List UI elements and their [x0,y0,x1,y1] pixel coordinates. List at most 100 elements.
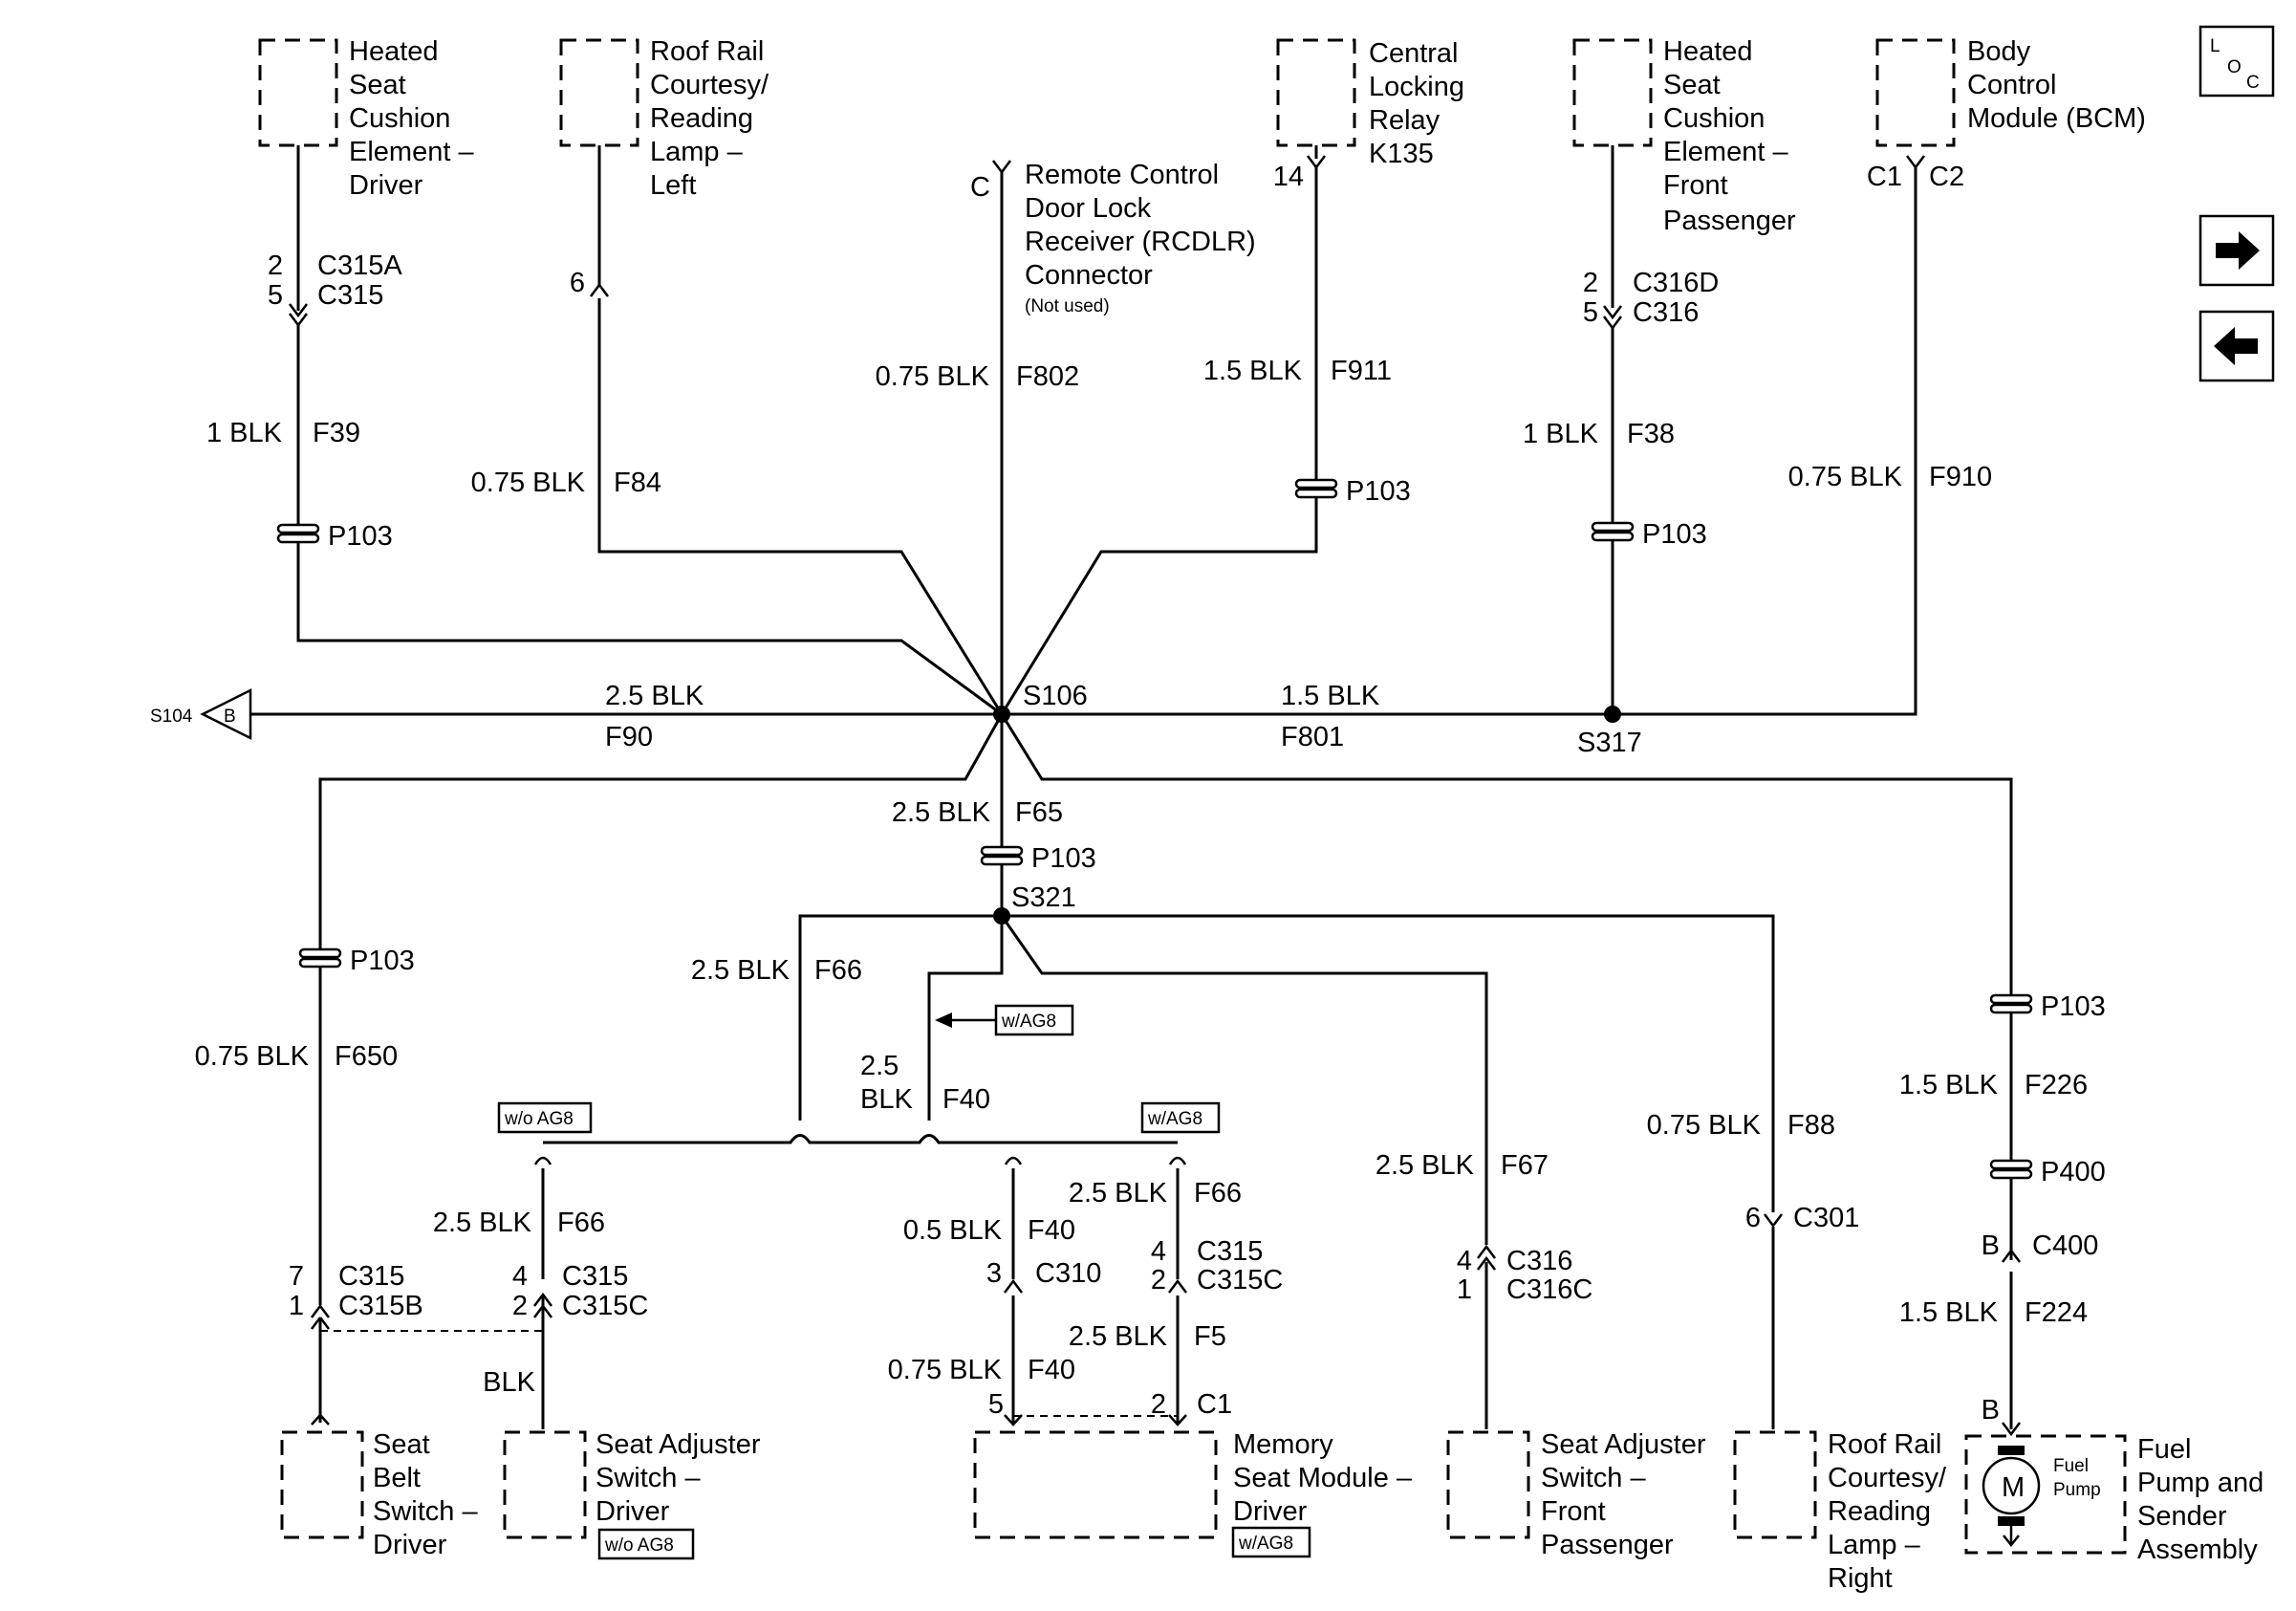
splice-s321 [993,907,1010,925]
inline-connectors [276,478,2033,1180]
wire-label-f224-circuit: F224 [2025,1297,2088,1328]
pin-c315b [311,1303,330,1330]
p103-connector [1294,478,1338,499]
nav-icons[interactable]: L O C [2199,25,2275,382]
sasp-box [1446,1430,1530,1539]
pin-symbols [289,155,2021,1437]
wire-label-f88-gauge: 0.75 BLK [1647,1110,1762,1141]
wire-label-f66c-circuit: F66 [1194,1178,1242,1208]
connector-label: C315C [1197,1265,1283,1295]
wire-label-f65-gauge: 2.5 BLK [892,797,991,828]
wire-label-f911-gauge: 1.5 BLK [1203,356,1303,386]
offpage-arrow[interactable] [200,687,252,741]
tag-w-ag8-msm [1231,1526,1311,1558]
pin-rrl [590,282,609,297]
wire-label-f40a-gauge: 2.5 [860,1051,899,1081]
wire-label-f38-circuit: F38 [1627,419,1675,449]
connector-label: C315 [338,1261,404,1292]
loc-icon[interactable]: L O C [2199,25,2275,98]
wire-label-f39-circuit: F39 [313,418,360,448]
wire-label-f40a-color: BLK [860,1084,913,1115]
tag-text-w-ag8-f40: w/AG8 [1001,1012,1056,1032]
offpage-letter: B [224,707,236,727]
splice-s317 [1604,706,1621,723]
connector-label: C310 [1035,1258,1101,1289]
tag-text-w-ag8-msm: w/AG8 [1238,1534,1293,1554]
pin-c315c [533,1292,552,1318]
motor-letter: M [2002,1472,2025,1503]
pin-number: 14 [1273,162,1304,192]
pin-c316c [1477,1244,1496,1271]
tag-w-ag8-f40 [994,1004,1074,1036]
connector-label: C316 [1506,1246,1572,1276]
pin-c310 [1004,1278,1023,1426]
splice-label-s106: S106 [1023,681,1088,711]
splice-label-s317: S317 [1577,728,1642,758]
arrow-left-icon[interactable] [2199,310,2275,382]
p103-connector [980,845,1024,866]
wire-label-f66c-gauge: 2.5 BLK [1069,1178,1168,1208]
connector-label: C316 [1633,297,1699,328]
offpage-reference[interactable] [200,687,252,741]
pin-bcm [1906,155,1925,170]
wire-f910 [1002,167,1917,716]
wire-f650 [318,713,1004,1423]
pin-number: 7 [289,1261,304,1292]
wire-f88 [1002,914,1775,1429]
wire-label-f84-circuit: F84 [614,468,661,498]
wire-label-f90-circuit: F90 [605,722,653,752]
wire-label-f39-gauge: 1 BLK [206,418,283,448]
wire-label-f910-circuit: F910 [1929,462,1992,492]
connector-label: C315C [562,1291,648,1321]
pin-number: 1 [289,1291,304,1321]
connector-label: C315A [317,250,402,281]
wire-label-f38-gauge: 1 BLK [1523,419,1599,449]
arrow-right-icon[interactable] [2199,214,2275,287]
wire-option-bus [543,1134,1178,1144]
wire-label-f84-gauge: 0.75 BLK [471,468,586,498]
connector-label: C316D [1633,268,1719,298]
wire-label-f67-circuit: F67 [1501,1150,1549,1181]
wire-label-f650-circuit: F650 [335,1041,398,1072]
offpage-ref-label: S104 [150,707,193,727]
pin-number: 4 [1151,1236,1166,1267]
wire-label-f88-circuit: F88 [1787,1110,1835,1141]
msm-box [973,1430,1218,1539]
pointer-arrowhead [935,1012,952,1028]
connector-label: C315 [562,1261,628,1292]
pin-fuel [2002,1422,2021,1437]
wire-label-f910-gauge: 0.75 BLK [1788,462,1903,492]
p103-connector [298,947,342,969]
rrr-box [1733,1430,1817,1539]
pin-number: 2 [512,1291,528,1321]
wire-label-f40b-gauge: 0.5 BLK [903,1215,1003,1246]
p400-label: P400 [2041,1157,2106,1187]
connector-label: C316C [1506,1274,1592,1305]
splice-label-s321: S321 [1011,882,1076,913]
splices [993,706,1621,925]
connector-label: C301 [1793,1203,1859,1233]
wire-f67 [1000,915,1488,1429]
pin-number: 2 [1583,268,1598,298]
pin-number: 2 [268,250,283,281]
wire-label-f40c-gauge: 0.75 BLK [888,1355,1003,1385]
wire-label-f65-circuit: F65 [1015,797,1063,828]
wire-label-f911-circuit: F911 [1331,356,1392,386]
wire-label-f5-circuit: F5 [1194,1321,1226,1352]
wire-label-f66a-gauge: 2.5 BLK [691,955,791,986]
wire-label-f40c-circuit: F40 [1028,1355,1075,1385]
pin-number: 6 [570,268,585,298]
pin-c316d [1603,305,1622,331]
connector-label: C315B [338,1291,423,1321]
wire-label-f66a-circuit: F66 [814,955,862,986]
svg-text:L: L [2210,36,2220,56]
component-boxes [258,38,2127,1555]
